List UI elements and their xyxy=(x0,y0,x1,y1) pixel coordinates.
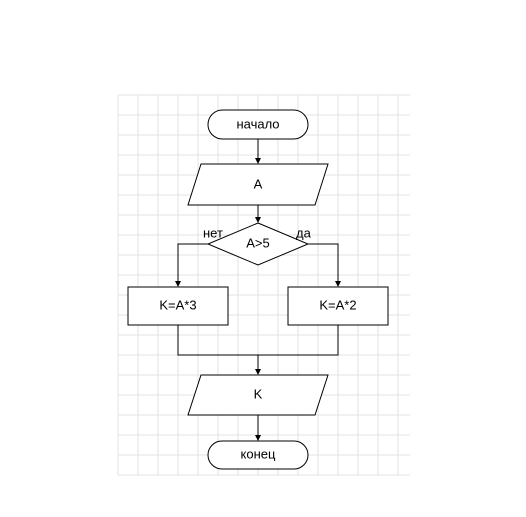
background-grid xyxy=(117,94,410,476)
process-right-label: K=A*2 xyxy=(319,297,356,312)
arrowhead-decision-right xyxy=(335,281,341,287)
output-parallelogram: K xyxy=(187,374,329,416)
arrowhead-output-end xyxy=(255,435,261,441)
arrowhead-input-decision xyxy=(255,217,261,223)
output-label: K xyxy=(254,386,263,401)
start-shape xyxy=(207,109,309,140)
arrowhead-merge-output xyxy=(255,369,261,375)
input-label: A xyxy=(254,176,263,191)
process-left-label: K=A*3 xyxy=(159,297,196,312)
connector-decision-right xyxy=(308,243,339,286)
arrowhead-start-input xyxy=(255,158,261,164)
end-label: конец xyxy=(241,446,276,461)
decision-shape xyxy=(206,222,310,266)
decision-label: A>5 xyxy=(246,235,270,250)
connectors xyxy=(175,139,341,441)
start-label: начало xyxy=(236,116,279,131)
connector-decision-left xyxy=(177,243,208,286)
arrowhead-decision-left xyxy=(175,281,181,287)
process-right-shape xyxy=(287,286,389,326)
start-terminator: начало xyxy=(207,109,309,140)
process-left-shape xyxy=(127,286,229,326)
branch-no-label: нет xyxy=(203,225,223,240)
connector-right-merge xyxy=(258,325,339,356)
process-left-box: K=A*3 xyxy=(127,286,229,326)
branch-yes-label: да xyxy=(296,225,312,240)
process-right-box: K=A*2 xyxy=(287,286,389,326)
input-shape xyxy=(187,163,329,206)
output-shape xyxy=(187,374,329,416)
input-parallelogram: A xyxy=(187,163,329,206)
end-shape xyxy=(207,440,309,470)
end-terminator: конец xyxy=(207,440,309,470)
connector-left-merge xyxy=(177,325,258,356)
decision-diamond: A>5 xyxy=(206,222,310,266)
